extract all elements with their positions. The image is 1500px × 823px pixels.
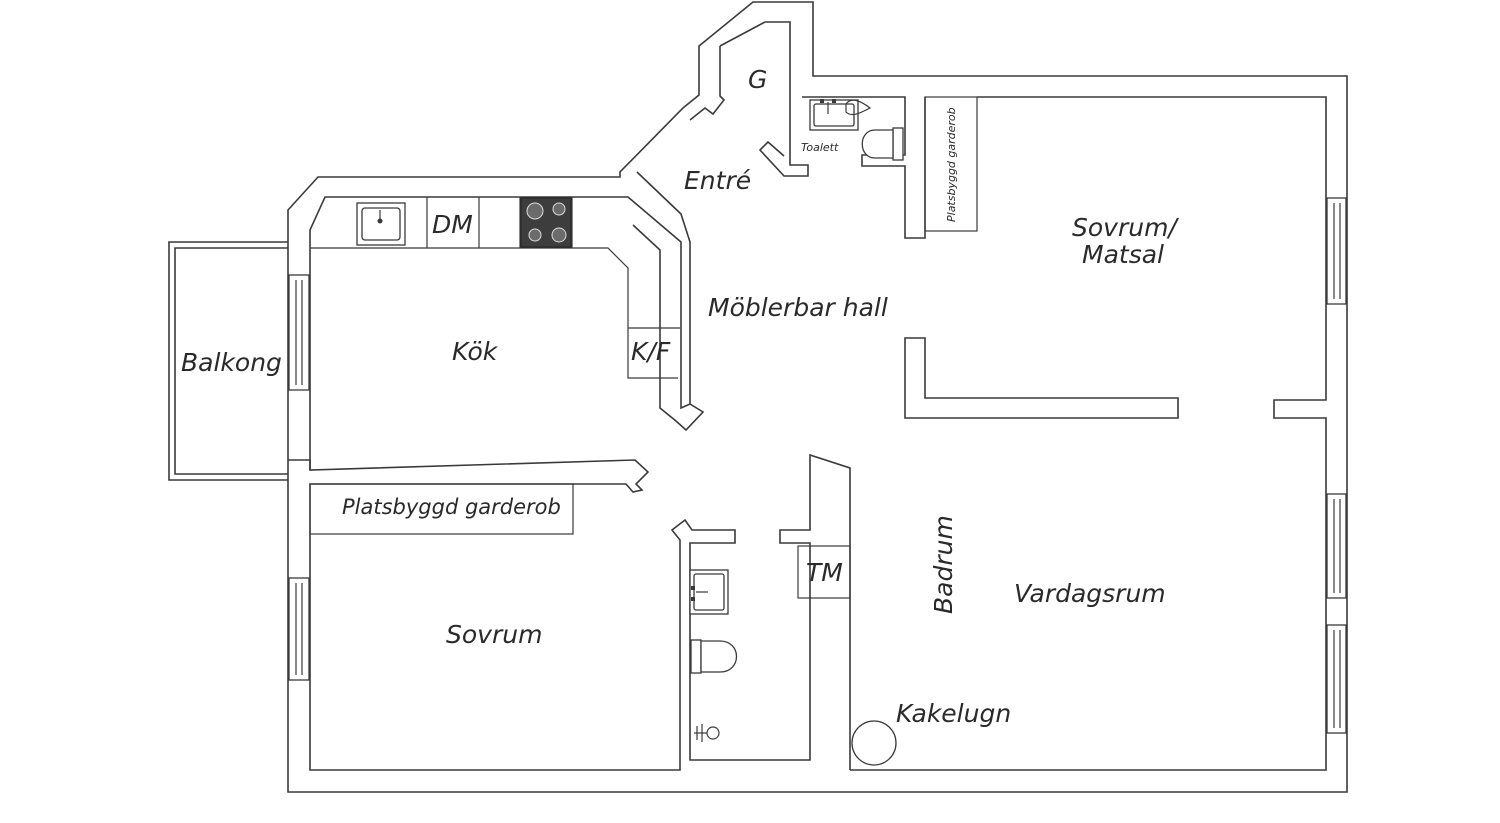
label-kakelugn: Kakelugn (896, 699, 1011, 728)
kitchen-sink-icon (356, 202, 406, 246)
window-kitchen (288, 274, 310, 391)
appliance-labels: DM K/F TM (432, 210, 843, 587)
label-sovrum: Sovrum (446, 620, 542, 649)
inner-wall-right (850, 96, 1327, 771)
shower-icon (694, 724, 720, 742)
label-balkong: Balkong (181, 348, 282, 377)
balcony (168, 241, 288, 481)
entry-walls (689, 21, 926, 239)
living-partition (904, 337, 1179, 419)
window-right-bottom (1326, 624, 1347, 734)
window-bedroom (288, 577, 310, 681)
label-wardrobe-small: Platsbyggd garderob (945, 107, 958, 222)
windows (288, 197, 1347, 734)
outer-walls (287, 1, 1348, 793)
kitchen-entry-wall (636, 171, 691, 404)
window-right-mid (1326, 493, 1347, 599)
counter-edge (310, 247, 678, 379)
label-washer: TM (806, 558, 843, 587)
label-vardagsrum: Vardagsrum (1014, 579, 1166, 608)
window-right-top (1326, 197, 1347, 305)
toilet-wall (802, 96, 926, 239)
washer-icon (797, 545, 851, 599)
wardrobe-small (924, 96, 978, 232)
closet-g-wall (689, 21, 809, 177)
partitions (904, 337, 1179, 419)
washbasin-icon (809, 99, 872, 131)
label-dishwasher: DM (432, 210, 473, 239)
bath-toilet-icon (690, 639, 737, 674)
label-badrum: Badrum (929, 515, 958, 614)
balcony-outline-inner (174, 247, 288, 475)
label-hall: Möblerbar hall (708, 293, 888, 322)
stove-icon (520, 197, 572, 248)
label-sovrum-matsal-1: Sovrum/ (1072, 213, 1179, 242)
label-entre: Entré (684, 166, 751, 195)
label-closet-g: G (748, 65, 767, 94)
label-wardrobe-large: Platsbyggd garderob (342, 495, 561, 519)
toilet-icon (861, 127, 904, 161)
label-toalett: Toalett (801, 141, 839, 154)
label-sovrum-matsal-2: Matsal (1082, 240, 1164, 269)
balcony-outline-outer (168, 241, 288, 481)
toilet-fixtures (809, 99, 904, 161)
label-kok: Kök (452, 337, 499, 366)
kitchen-counter (310, 197, 680, 379)
tile-stove-icon (851, 720, 897, 766)
outer-wall-outline (287, 1, 1348, 793)
bathroom-fixtures (689, 545, 851, 742)
room-labels: G Entré Toalett Platsbyggd garderob Sovr… (181, 65, 1179, 728)
wardrobe-large (309, 483, 574, 535)
left-wall-lower (288, 453, 851, 771)
bath-washbasin-icon (689, 569, 729, 615)
label-fridge-freezer: K/F (631, 337, 671, 366)
